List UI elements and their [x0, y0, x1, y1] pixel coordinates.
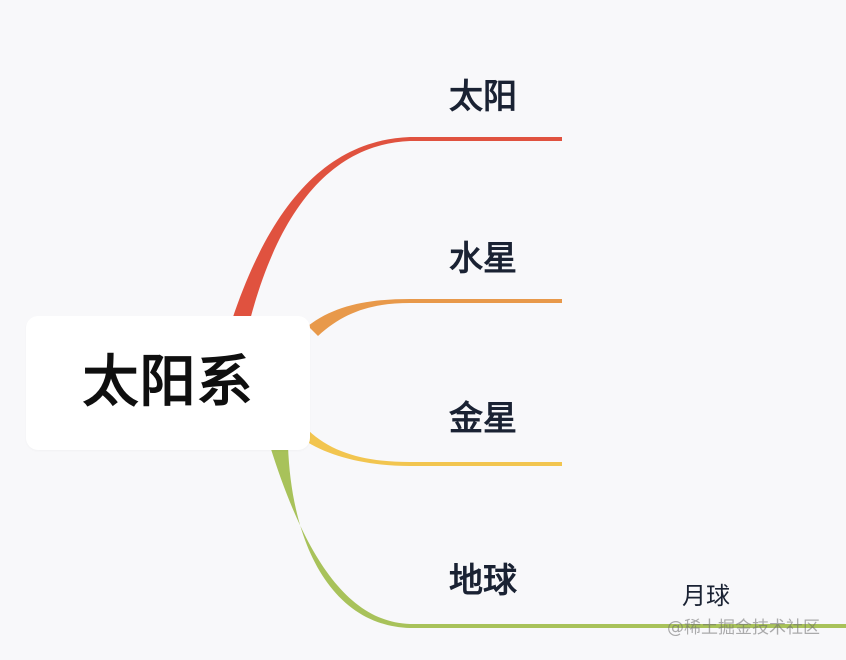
root-node-label: 太阳系 — [82, 350, 254, 415]
branch-node-sun[interactable]: 太阳 — [449, 77, 517, 117]
branch-node-venus[interactable]: 金星 — [449, 399, 517, 439]
watermark: @稀土掘金技术社区 — [667, 618, 820, 638]
leaf-node-moon[interactable]: 月球 — [682, 582, 730, 610]
link-moon — [560, 624, 846, 628]
link-earth — [270, 446, 562, 628]
link-sun — [232, 137, 562, 320]
link-venus — [304, 430, 562, 466]
root-node[interactable]: 太阳系 — [26, 316, 310, 450]
branch-node-mercury[interactable]: 水星 — [449, 239, 517, 279]
branch-node-earth[interactable]: 地球 — [449, 561, 517, 601]
link-mercury — [308, 299, 562, 336]
